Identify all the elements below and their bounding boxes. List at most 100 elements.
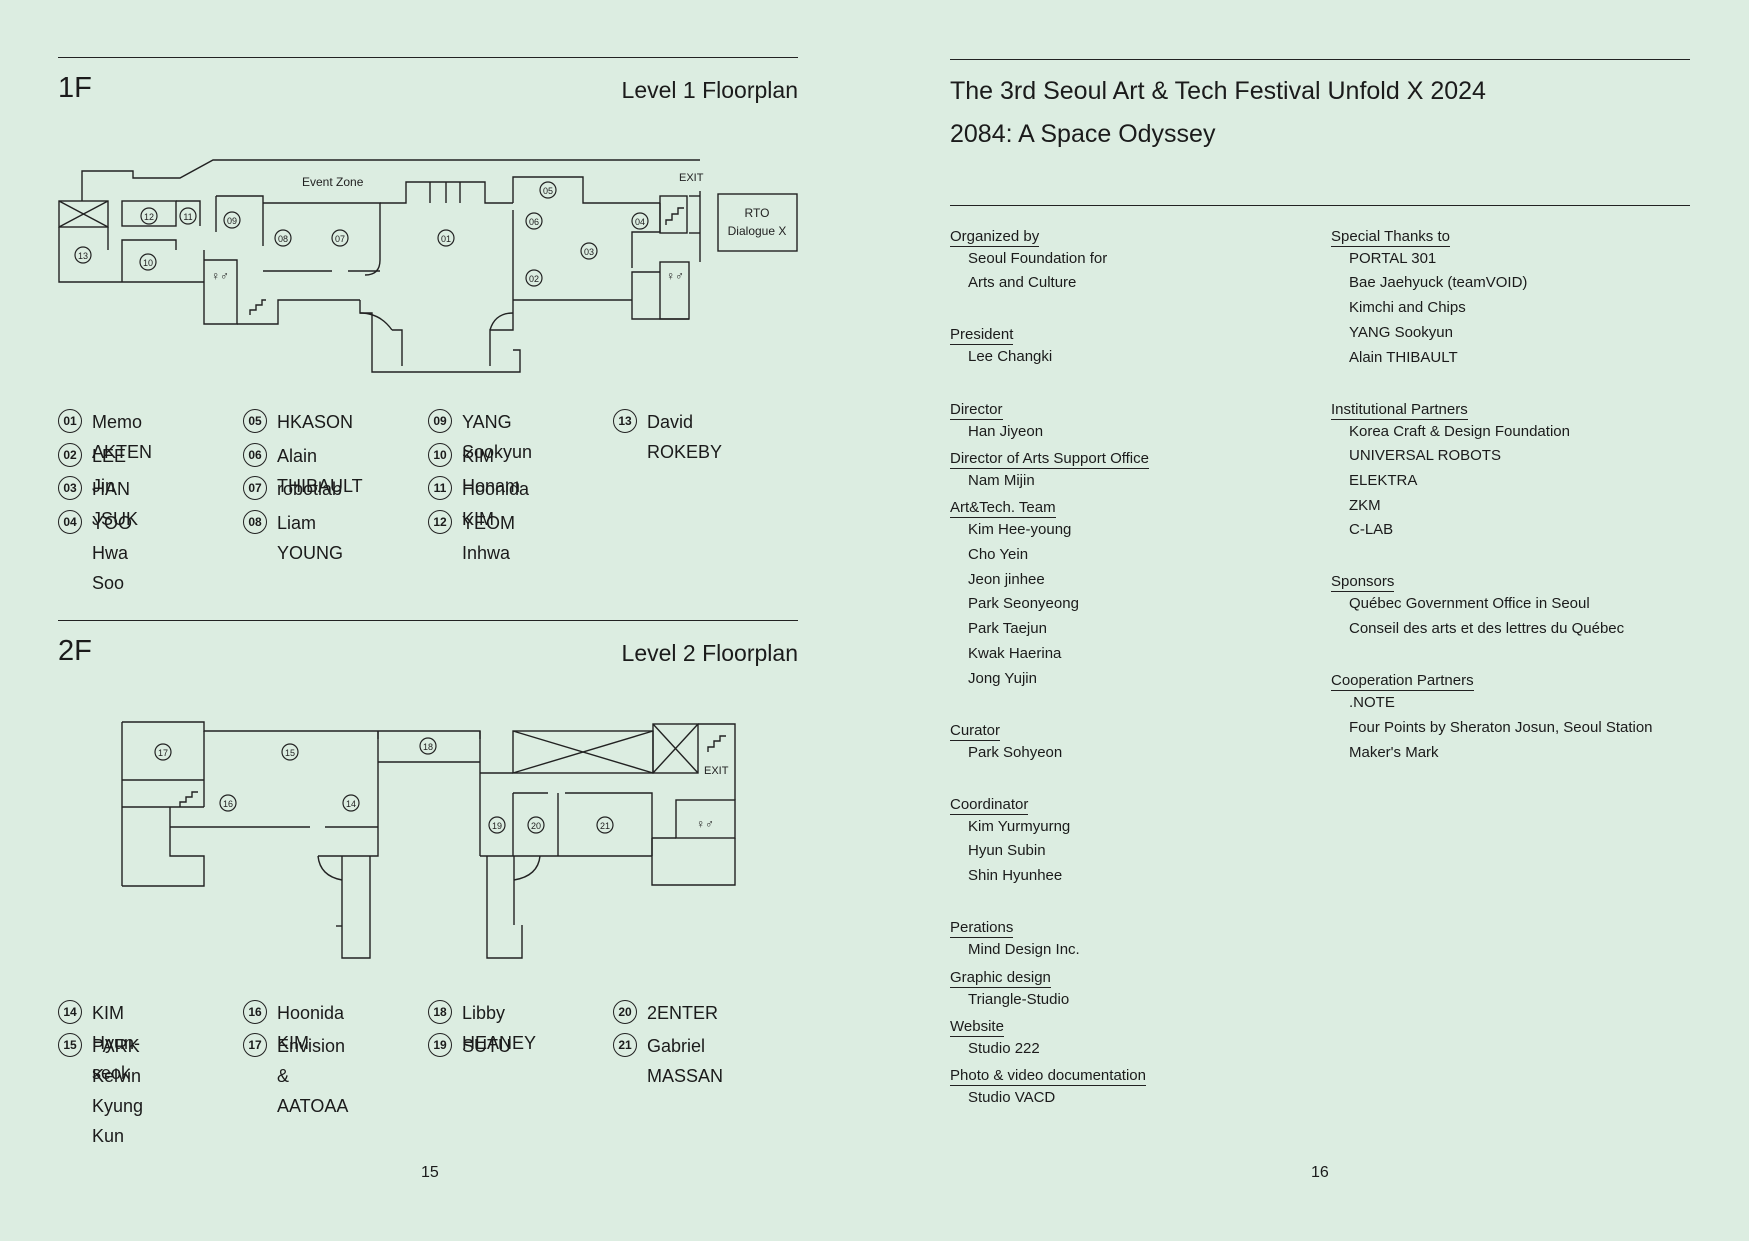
room-marker-12: 12 — [140, 207, 158, 225]
credit-label-row: Curator — [950, 716, 1320, 741]
credit-label: Special Thanks to — [1331, 227, 1450, 247]
room-marker-17: 17 — [154, 743, 172, 761]
credit-name: Studio 222 — [968, 1039, 1040, 1057]
credit-label-row: Organized by — [950, 222, 1320, 247]
credit-label-row: Coordinator — [950, 790, 1320, 815]
credit-name: Kimchi and Chips — [1349, 299, 1466, 317]
room-marker-11: 11 — [179, 207, 197, 225]
legend-artist: Hoonida KIM — [277, 1003, 345, 1053]
credit-name: Lee Changki — [968, 348, 1053, 366]
credit-label: Organized by — [950, 227, 1040, 247]
legend-artist: YANG Sookyun — [462, 412, 533, 462]
credit-name: PORTAL 301 — [1349, 249, 1437, 267]
right-mid-rule — [950, 205, 1690, 206]
credit-name: C-LAB — [1349, 521, 1394, 539]
credit-name: Kwak Haerina — [968, 644, 1062, 662]
credit-name: Park Seonyeong — [968, 595, 1079, 613]
credit-label: Website — [950, 1017, 1004, 1037]
legend-artist: LEE Jin — [92, 446, 127, 496]
svg-text:07: 07 — [335, 234, 345, 244]
legend-artist: Libby HEANEY — [462, 1003, 537, 1053]
credit-label: Director — [950, 400, 1003, 420]
credit-label-row: Website — [950, 1012, 1320, 1037]
festival-subtitle: 2084: A Space Odyssey — [950, 120, 1216, 148]
legend-artist: KIM Honam — [462, 446, 521, 496]
credit-label: Perations — [950, 919, 1014, 939]
floor1-code: 1F — [58, 72, 92, 104]
credit-name: Jong Yujin — [968, 669, 1037, 687]
page-number-left: 15 — [421, 1164, 439, 1181]
credit-label: Graphic design — [950, 968, 1051, 988]
credit-label: Art&Tech. Team — [950, 499, 1056, 519]
credit-label-row: President — [950, 321, 1320, 346]
legend-artist: YOO Hwa Soo — [92, 513, 133, 593]
legend-badge: 03 — [58, 476, 82, 500]
room-marker-01: 01 — [437, 229, 455, 247]
svg-text:04: 04 — [635, 217, 645, 227]
credit-name: Alain THIBAULT — [1349, 348, 1458, 366]
legend-artist: HAN JSUK — [92, 479, 139, 529]
credit-spacer — [1331, 543, 1701, 568]
legend-badge: 14 — [58, 1000, 82, 1024]
svg-text:19: 19 — [492, 821, 502, 831]
svg-text:20: 20 — [531, 821, 541, 831]
credit-spacer — [950, 765, 1320, 790]
room-marker-20: 20 — [527, 816, 545, 834]
credit-label: President — [950, 326, 1014, 346]
credit-name: UNIVERSAL ROBOTS — [1349, 447, 1501, 465]
floor2-title: Level 2 Floorplan — [621, 640, 798, 666]
svg-text:03: 03 — [584, 247, 594, 257]
rto-label-line2: Dialogue X — [728, 224, 787, 238]
credit-name: Bae Jaehyuck (teamVOID) — [1349, 274, 1528, 292]
event-zone-label: Event Zone — [302, 175, 364, 189]
room-marker-05: 05 — [539, 181, 557, 199]
svg-text:17: 17 — [158, 748, 168, 758]
room-marker-09: 09 — [223, 211, 241, 229]
legend-badge: 01 — [58, 409, 82, 433]
legend-artist: KIM Hyun-seok — [92, 1003, 141, 1083]
credit-name: Cho Yein — [968, 546, 1029, 564]
svg-text:21: 21 — [600, 821, 610, 831]
credit-label: Sponsors — [1331, 573, 1395, 593]
credit-label-row: Cooperation Partners — [1331, 667, 1701, 692]
legend-badge: 10 — [428, 443, 452, 467]
legend-badge: 19 — [428, 1033, 452, 1057]
legend-badge: 15 — [58, 1033, 82, 1057]
legend-artist: Memo AKTEN — [92, 412, 153, 462]
legend-badge: 18 — [428, 1000, 452, 1024]
credit-name: ZKM — [1349, 496, 1381, 514]
legend-artist: Gabriel MASSAN — [647, 1036, 724, 1086]
legend-artist: robotlab — [277, 479, 343, 499]
credit-name: Seoul Foundation for — [968, 249, 1108, 267]
room-marker-16: 16 — [219, 794, 237, 812]
credit-spacer — [950, 296, 1320, 321]
legend-badge: 09 — [428, 409, 452, 433]
legend-badge: 16 — [243, 1000, 267, 1024]
legend-artist: 2ENTER — [647, 1003, 719, 1023]
legend-badge: 12 — [428, 510, 452, 534]
credit-name: Mind Design Inc. — [968, 941, 1080, 959]
svg-text:02: 02 — [529, 274, 539, 284]
legend-artist: David ROKEBY — [647, 412, 723, 462]
credit-label-row: Sponsors — [1331, 568, 1701, 593]
svg-text:08: 08 — [278, 234, 288, 244]
credit-name: Studio VACD — [968, 1089, 1056, 1107]
floor2-exit-label: EXIT — [704, 765, 729, 777]
